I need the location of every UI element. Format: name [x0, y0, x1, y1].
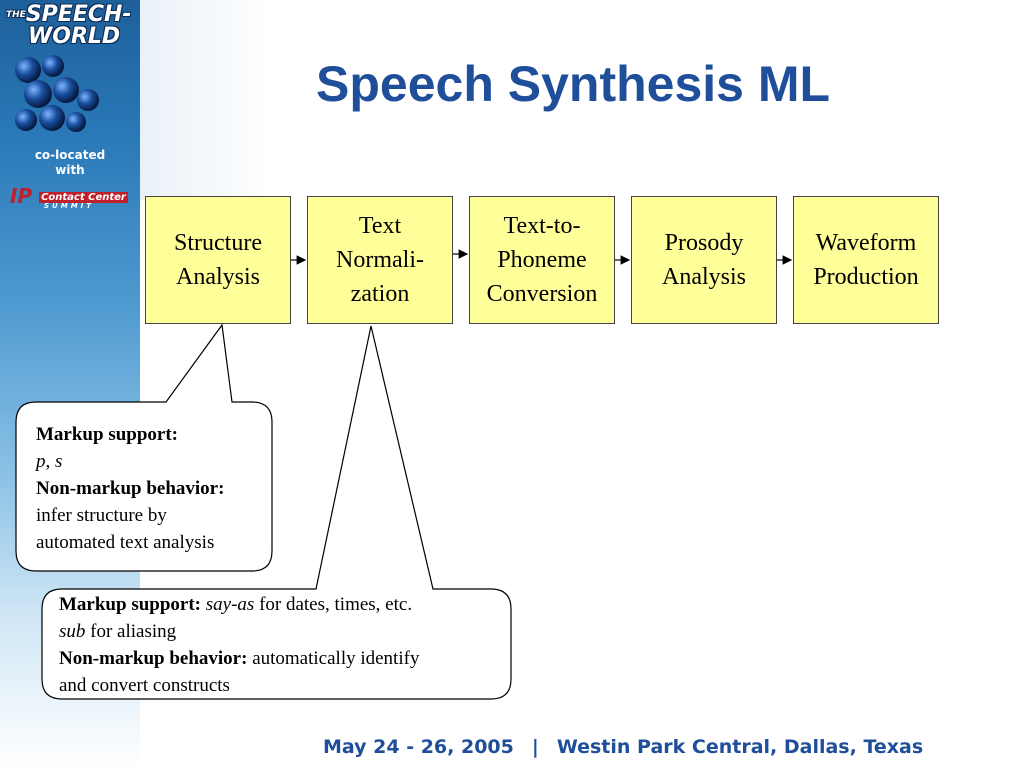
footer-venue: Westin Park Central, Dallas, Texas — [556, 736, 924, 758]
spheres-graphic — [15, 55, 99, 132]
callout-2-text: Markup support: say-as for dates, times,… — [59, 594, 420, 696]
colocated-text: co-located with — [34, 148, 106, 177]
speechworld-logo: THESPEECH- WORLD — [6, 2, 132, 49]
contact-center-summit-logo: IP Contact Center SUMMIT — [10, 184, 128, 210]
sidebar-fade — [140, 0, 270, 200]
callout-1-text: Markup support: p, s Non-markup behavior… — [36, 424, 225, 553]
page-title: Speech Synthesis ML — [316, 56, 831, 112]
callout-2-shape — [41, 325, 512, 700]
footer-dates: May 24 - 26, 2005 — [323, 736, 514, 758]
callout-1-shape — [15, 323, 273, 572]
footer: May 24 - 26, 2005 | Westin Park Central, D… — [323, 736, 923, 758]
footer-separator: | — [531, 736, 539, 758]
